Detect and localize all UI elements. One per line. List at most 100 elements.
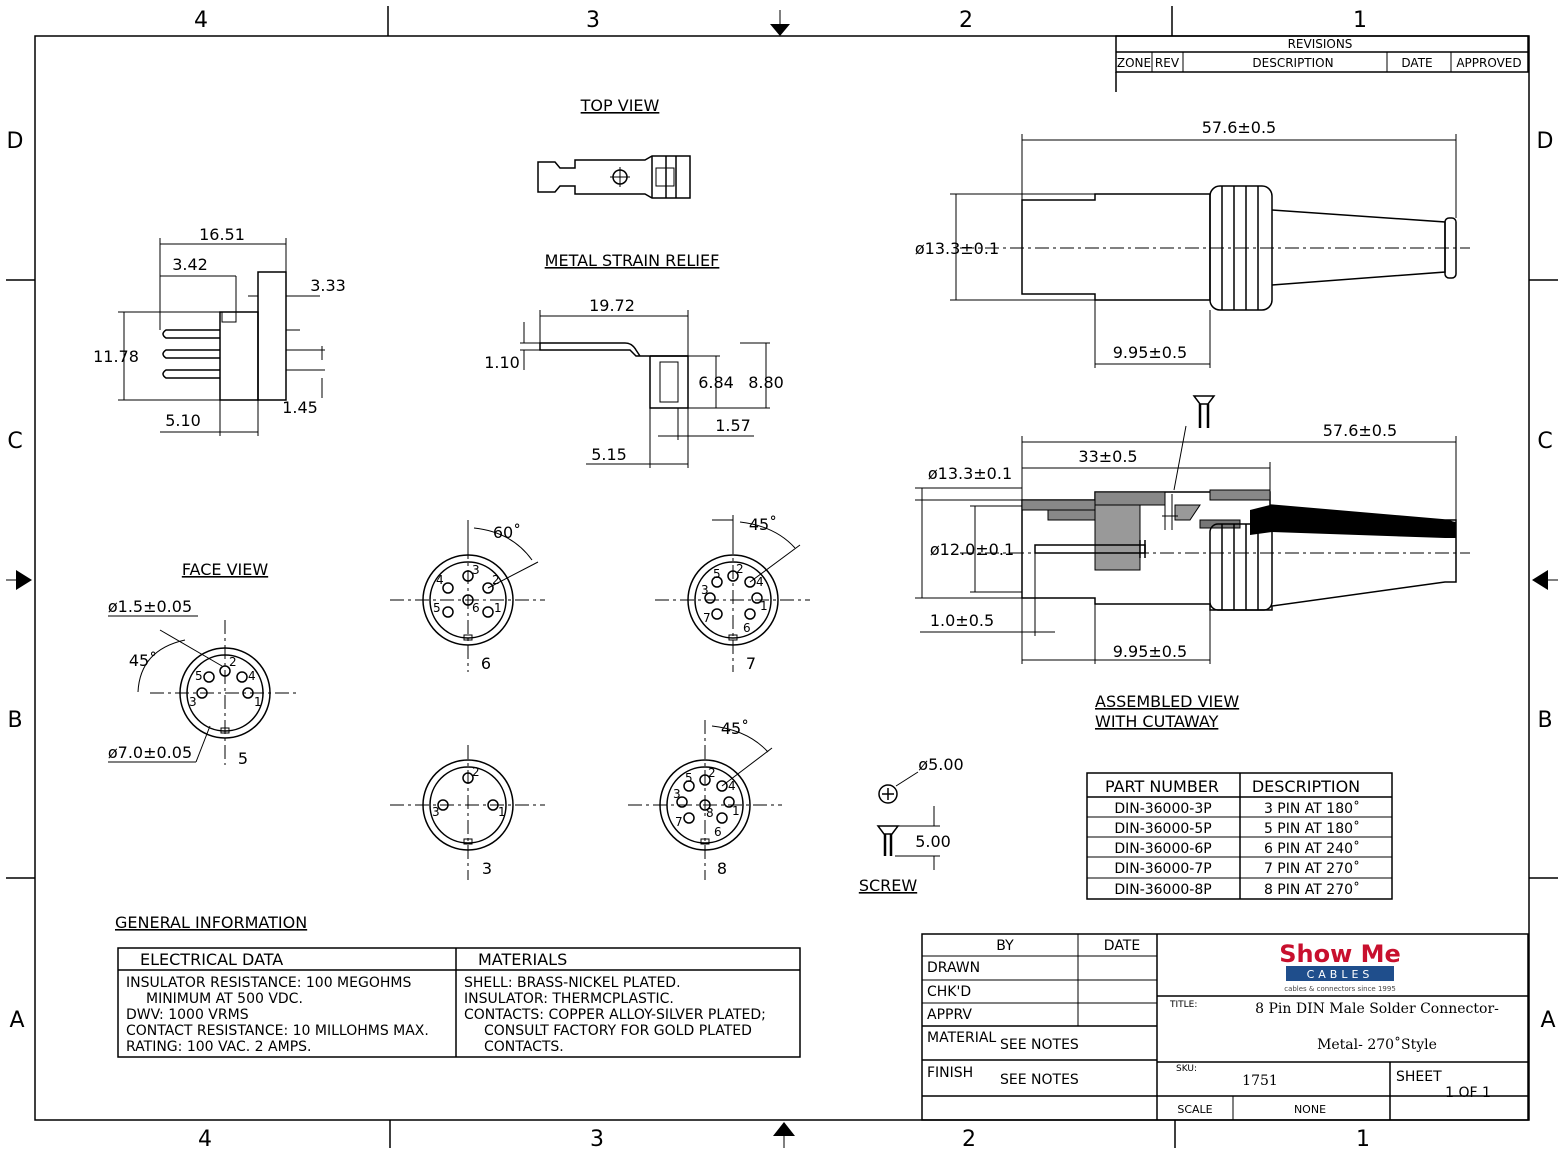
dim-cut-dia-13-3: ø13.3±0.1: [928, 464, 1012, 483]
col-bottom-1: 1: [1356, 1127, 1370, 1152]
row-right-A: A: [1540, 1008, 1555, 1033]
part-row-1-desc: 3 PIN AT 180˚: [1264, 800, 1360, 817]
dim-cut-9-95: 9.95±0.5: [1113, 642, 1187, 661]
face8-pin-3: 3: [673, 787, 681, 801]
part-row-2-number: DIN-36000-5P: [1114, 821, 1211, 837]
dim-pin-diameter: ø1.5±0.05: [108, 597, 192, 616]
metal-strain-relief-view: METAL STRAIN RELIEF 19.72 1.10 6.84 8.80…: [484, 251, 784, 468]
tb-material-value: SEE NOTES: [1000, 1037, 1079, 1053]
face3-pin-1: 1: [498, 805, 506, 819]
tb-chkd: CHK'D: [927, 984, 971, 1000]
tb-finish-value: SEE NOTES: [1000, 1072, 1079, 1088]
company-logo: Show Me CABLES cables & connectors since…: [1279, 940, 1401, 993]
electrical-line-2: MINIMUM AT 500 VDC.: [146, 991, 303, 1007]
screw-label: SCREW: [859, 876, 918, 895]
electrical-line-1: INSULATOR RESISTANCE: 100 MEGOHMS: [126, 975, 411, 991]
row-right-C: C: [1537, 429, 1552, 454]
materials-line-1: SHELL: BRASS-NICKEL PLATED.: [464, 975, 681, 991]
face8-pin-7: 7: [675, 815, 683, 829]
tb-sku-value: 1751: [1242, 1073, 1278, 1089]
part-row-3-desc: 6 PIN AT 240˚: [1264, 840, 1360, 857]
materials-line-5: CONTACTS.: [484, 1039, 564, 1055]
tb-sku-label: SKU:: [1176, 1064, 1197, 1074]
dim-angle-45-7: 45˚: [749, 515, 777, 534]
parts-table: PART NUMBER DESCRIPTION DIN-36000-3P 3 P…: [1086, 772, 1393, 900]
face7-pin-6: 6: [743, 621, 751, 635]
dim-11-78: 11.78: [93, 347, 139, 366]
face-view-8: 2 5 4 3 8 1 7 6 45˚ 8: [628, 719, 782, 880]
rev-header-rev: REV: [1155, 56, 1180, 70]
row-right-D: D: [1537, 129, 1554, 154]
side-view: 16.51 3.42 3.33 11.78 5.10 1.45: [93, 225, 346, 436]
dim-top-diameter: ø13.3±0.1: [915, 239, 999, 258]
screw-detail: ø5.00 5.00 SCREW: [859, 755, 964, 895]
tb-scale-value: NONE: [1294, 1103, 1326, 1116]
tb-by: BY: [996, 938, 1014, 954]
electrical-line-3: DWV: 1000 VRMS: [126, 1007, 249, 1023]
face7-pin-4: 4: [756, 575, 764, 589]
dim-angle-45-8: 45˚: [721, 719, 749, 738]
face-view-label: FACE VIEW: [182, 560, 269, 579]
general-information-title: GENERAL INFORMATION: [115, 913, 307, 932]
face5-pin-4: 4: [248, 669, 256, 683]
face6-pin-5: 5: [433, 601, 441, 615]
part-row-5-desc: 8 PIN AT 270˚: [1264, 881, 1360, 898]
title-block: BY DATE DRAWN CHK'D APPRV MATERIAL SEE N…: [921, 933, 1529, 1121]
face8-pin-2: 2: [708, 766, 716, 780]
col-top-4: 4: [194, 8, 208, 33]
revisions-table: REVISIONS ZONE REV DESCRIPTION DATE APPR…: [1115, 35, 1529, 92]
zone-labels: 4 3 2 1 4 3 2 1 D C B A D C B A: [7, 8, 1556, 1152]
row-right-B: B: [1537, 708, 1552, 733]
face6-pin-3: 3: [472, 563, 480, 577]
tb-scale-label: SCALE: [1177, 1103, 1212, 1116]
revisions-title: REVISIONS: [1288, 37, 1353, 51]
part-row-4-number: DIN-36000-7P: [1114, 861, 1211, 877]
part-row-2-desc: 5 PIN AT 180˚: [1264, 820, 1360, 837]
col-bottom-3: 3: [590, 1127, 604, 1152]
face5-pin-2: 2: [229, 655, 237, 669]
dim-8-80: 8.80: [748, 373, 784, 392]
logo-tagline: cables & connectors since 1995: [1284, 985, 1396, 993]
col-bottom-2: 2: [962, 1127, 976, 1152]
col-top-3: 3: [586, 8, 600, 33]
tb-sheet-value: 1 OF 1: [1445, 1085, 1491, 1101]
face7-pin-5: 5: [713, 567, 721, 581]
dim-cut-dia-12-0: ø12.0±0.1: [930, 540, 1014, 559]
face-view-3: 2 3 1 3: [390, 745, 545, 880]
drawing-frame: [6, 6, 1558, 1148]
face3-pin-2: 2: [472, 765, 480, 779]
face-8-label: 8: [717, 859, 727, 878]
rev-header-date: DATE: [1401, 56, 1432, 70]
dim-6-84: 6.84: [698, 373, 734, 392]
with-cutaway-label: WITH CUTAWAY: [1095, 712, 1219, 731]
dim-angle-60: 60˚: [493, 523, 521, 542]
row-left-D: D: [7, 129, 24, 154]
face-5-label: 5: [238, 749, 248, 768]
dim-3-33: 3.33: [310, 276, 346, 295]
tb-finish-label: FINISH: [927, 1065, 973, 1081]
dim-1-10: 1.10: [484, 353, 520, 372]
face-7-label: 7: [746, 654, 756, 673]
top-view-label: TOP VIEW: [580, 96, 660, 115]
tb-title-label: TITLE:: [1169, 1000, 1197, 1010]
row-left-A: A: [9, 1008, 24, 1033]
materials-line-3: CONTACTS: COPPER ALLOY-SILVER PLATED;: [464, 1007, 766, 1023]
face8-pin-1: 1: [732, 804, 740, 818]
electrical-line-4: CONTACT RESISTANCE: 10 MILLOHMS MAX.: [126, 1023, 429, 1039]
dim-5-15: 5.15: [591, 445, 627, 464]
materials-line-2: INSULATOR: THERMCPLASTIC.: [464, 991, 674, 1007]
part-row-1-number: DIN-36000-3P: [1114, 801, 1211, 817]
face5-pin-5: 5: [195, 669, 203, 683]
dim-1-57: 1.57: [715, 416, 751, 435]
dim-face-diameter: ø7.0±0.05: [108, 743, 192, 762]
tb-sheet-label: SHEET: [1396, 1069, 1442, 1085]
dim-cut-1-0: 1.0±0.5: [930, 611, 994, 630]
cutaway-screw: [1173, 395, 1216, 491]
electrical-header: ELECTRICAL DATA: [140, 950, 283, 969]
tb-title-line-1: 8 Pin DIN Male Solder Connector-: [1255, 1001, 1499, 1017]
face7-pin-2: 2: [736, 562, 744, 576]
face3-pin-3: 3: [432, 805, 440, 819]
face8-pin-4: 4: [728, 779, 736, 793]
dim-top-length: 57.6±0.5: [1202, 118, 1276, 137]
